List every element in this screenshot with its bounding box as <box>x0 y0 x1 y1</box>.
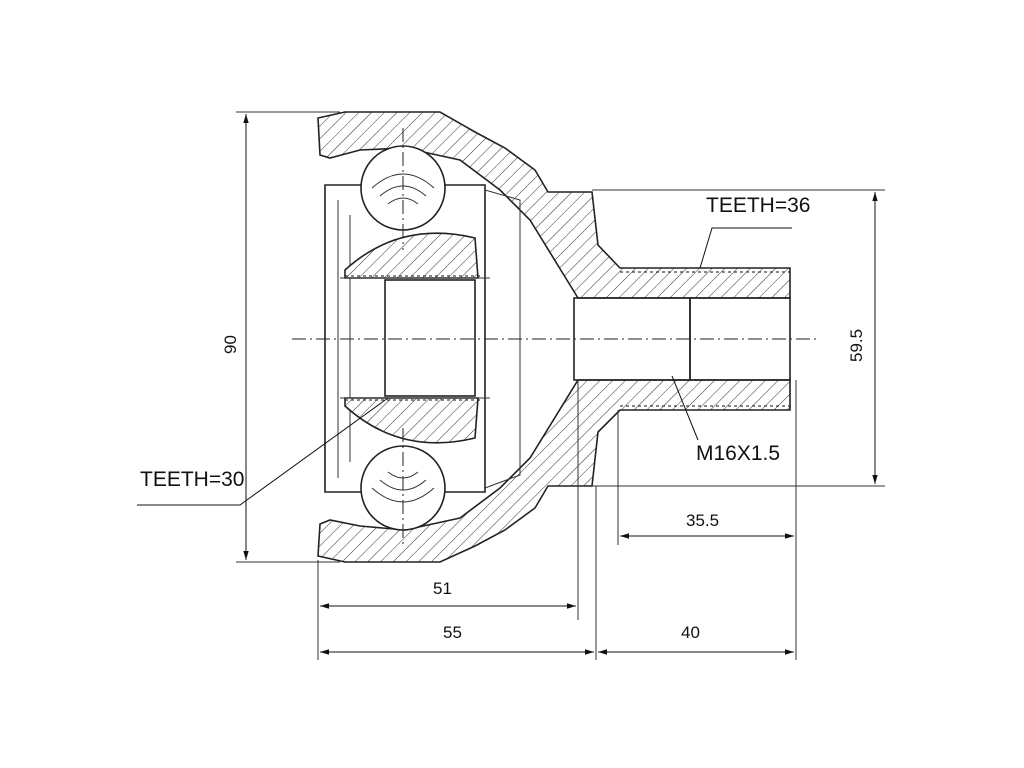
stem-length-value: 40 <box>681 623 700 642</box>
stem-spline-length-value: 35.5 <box>686 511 719 530</box>
housing-lower-section <box>317 379 791 563</box>
teeth-outer-label: TEETH=36 <box>706 194 810 217</box>
housing-upper-section <box>317 111 791 299</box>
overall-diameter-value: 90 <box>221 335 240 354</box>
stem-diameter-value: 59.5 <box>847 329 866 362</box>
bell-depth-value: 51 <box>433 579 452 598</box>
cage-lines <box>340 189 521 489</box>
teeth-outer-leader <box>699 227 792 269</box>
thread-label: M16X1.5 <box>696 442 780 465</box>
inner-bore <box>384 279 476 397</box>
inner-race-upper <box>344 232 479 279</box>
bell-length-value: 55 <box>443 623 462 642</box>
thread-leader <box>671 375 699 441</box>
teeth-inner-leader <box>137 397 389 506</box>
inner-race-lower <box>344 397 479 444</box>
teeth-inner-label: TEETH=30 <box>140 468 244 491</box>
